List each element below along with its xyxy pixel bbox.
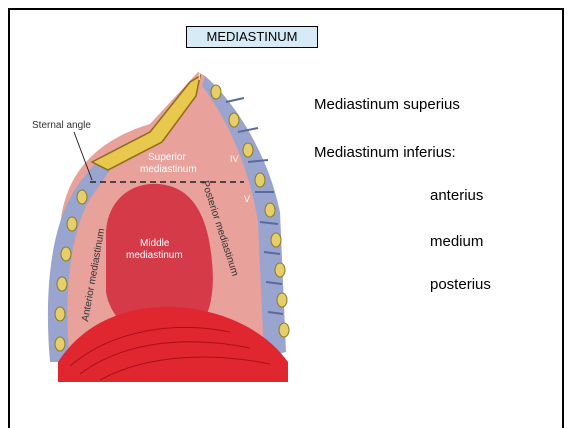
superior-label-line2: mediastinum <box>140 164 197 175</box>
rib-label-1: I <box>198 72 201 82</box>
slide-title: MEDIASTINUM <box>186 26 318 48</box>
text-mediastinum-superius: Mediastinum superius <box>314 96 460 113</box>
superior-label-line1: Superior <box>148 152 186 163</box>
text-posterius: posterius <box>430 276 491 293</box>
text-mediastinum-inferius: Mediastinum inferius: <box>314 144 456 161</box>
text-anterius: anterius <box>430 187 483 204</box>
sternal-angle-label: Sternal angle <box>32 120 91 131</box>
middle-label-line1: Middle <box>140 238 170 249</box>
mediastinum-diagram: Sternal angle Superior mediastinum Middl… <box>30 62 300 382</box>
rib-label-4: IV <box>230 154 239 164</box>
rib-label-5: V <box>244 194 250 204</box>
text-medium: medium <box>430 233 483 250</box>
middle-label-line2: mediastinum <box>126 250 183 261</box>
